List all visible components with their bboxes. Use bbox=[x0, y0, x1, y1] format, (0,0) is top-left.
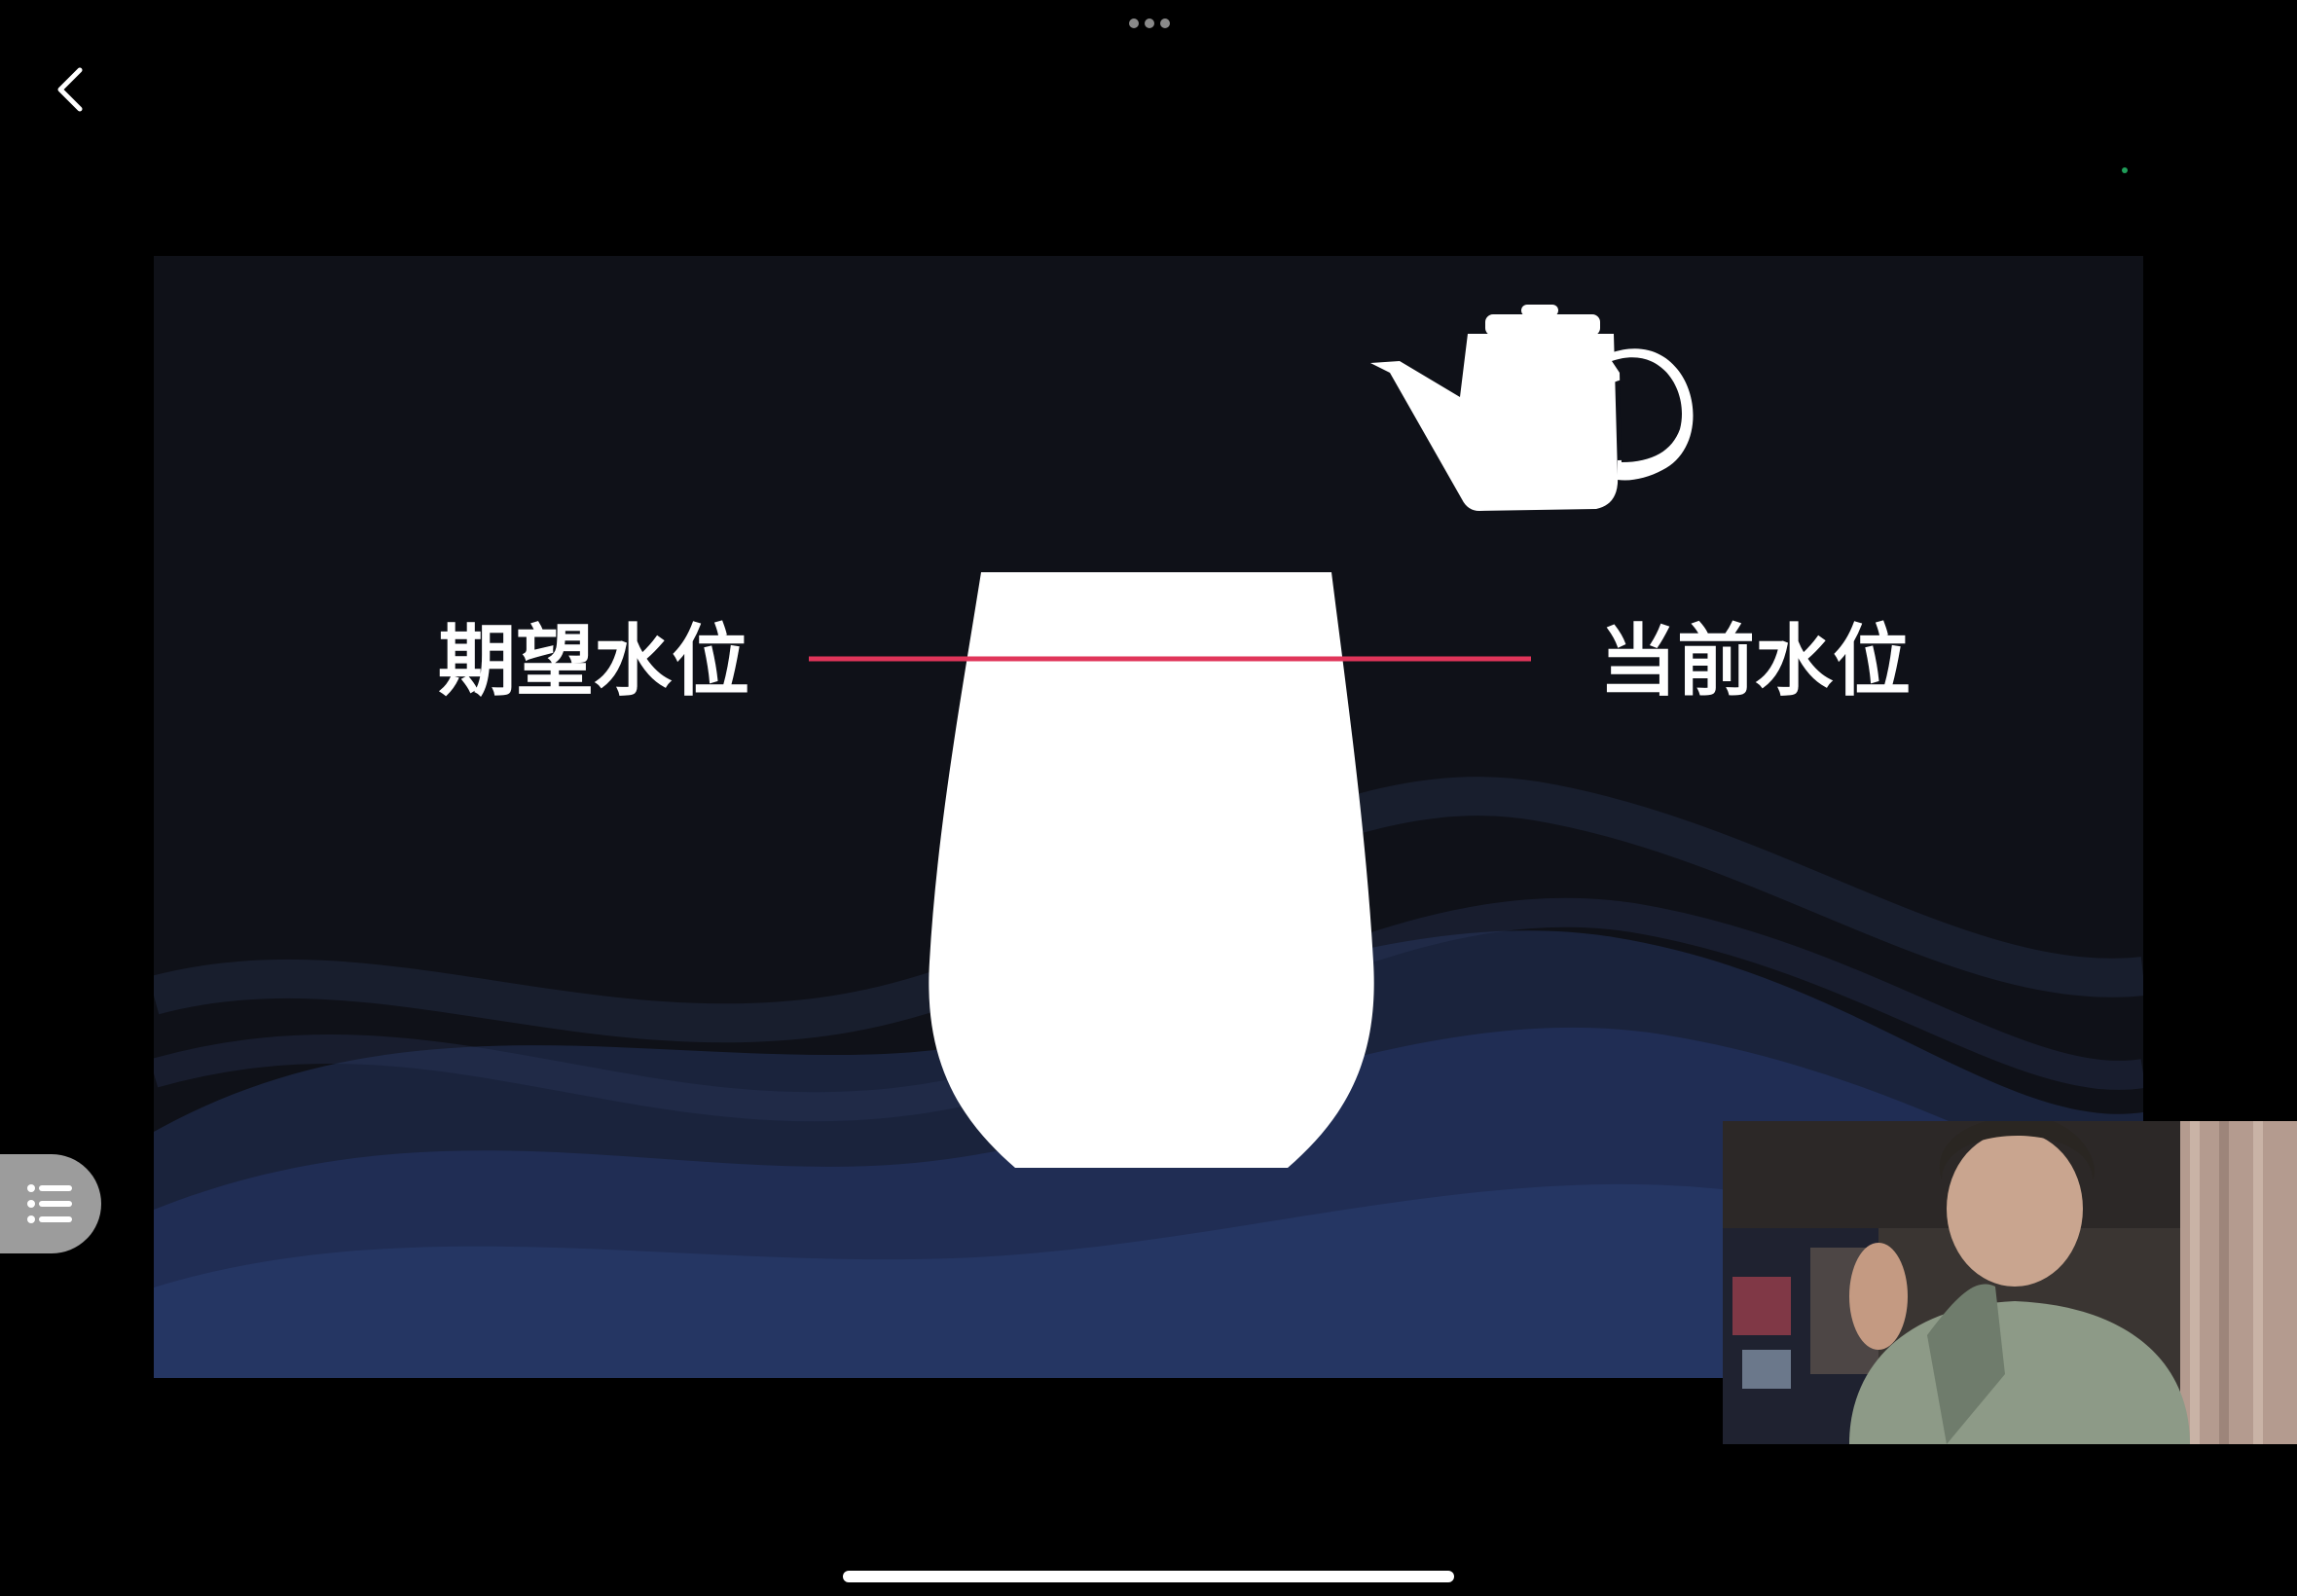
presentation-slide: 期望水位 当前水位 bbox=[154, 256, 2143, 1378]
teapot-icon bbox=[1370, 305, 1694, 511]
list-button[interactable] bbox=[0, 1154, 101, 1253]
presenter-video-frame bbox=[1723, 1121, 2297, 1444]
expected-level-label: 期望水位 bbox=[438, 616, 749, 707]
list-icon bbox=[27, 1184, 72, 1223]
home-indicator[interactable] bbox=[843, 1571, 1454, 1582]
dot bbox=[1129, 18, 1139, 28]
back-button[interactable] bbox=[47, 60, 95, 119]
dot bbox=[1160, 18, 1170, 28]
more-dots-icon[interactable] bbox=[1129, 18, 1170, 29]
chevron-left-icon bbox=[57, 67, 83, 112]
water-level-line bbox=[809, 656, 1531, 662]
current-level-label: 当前水位 bbox=[1599, 616, 1911, 707]
presenter-video[interactable] bbox=[1723, 1121, 2297, 1444]
cup-icon bbox=[929, 572, 1374, 1168]
dot bbox=[1145, 18, 1154, 28]
status-dot bbox=[2122, 167, 2128, 173]
